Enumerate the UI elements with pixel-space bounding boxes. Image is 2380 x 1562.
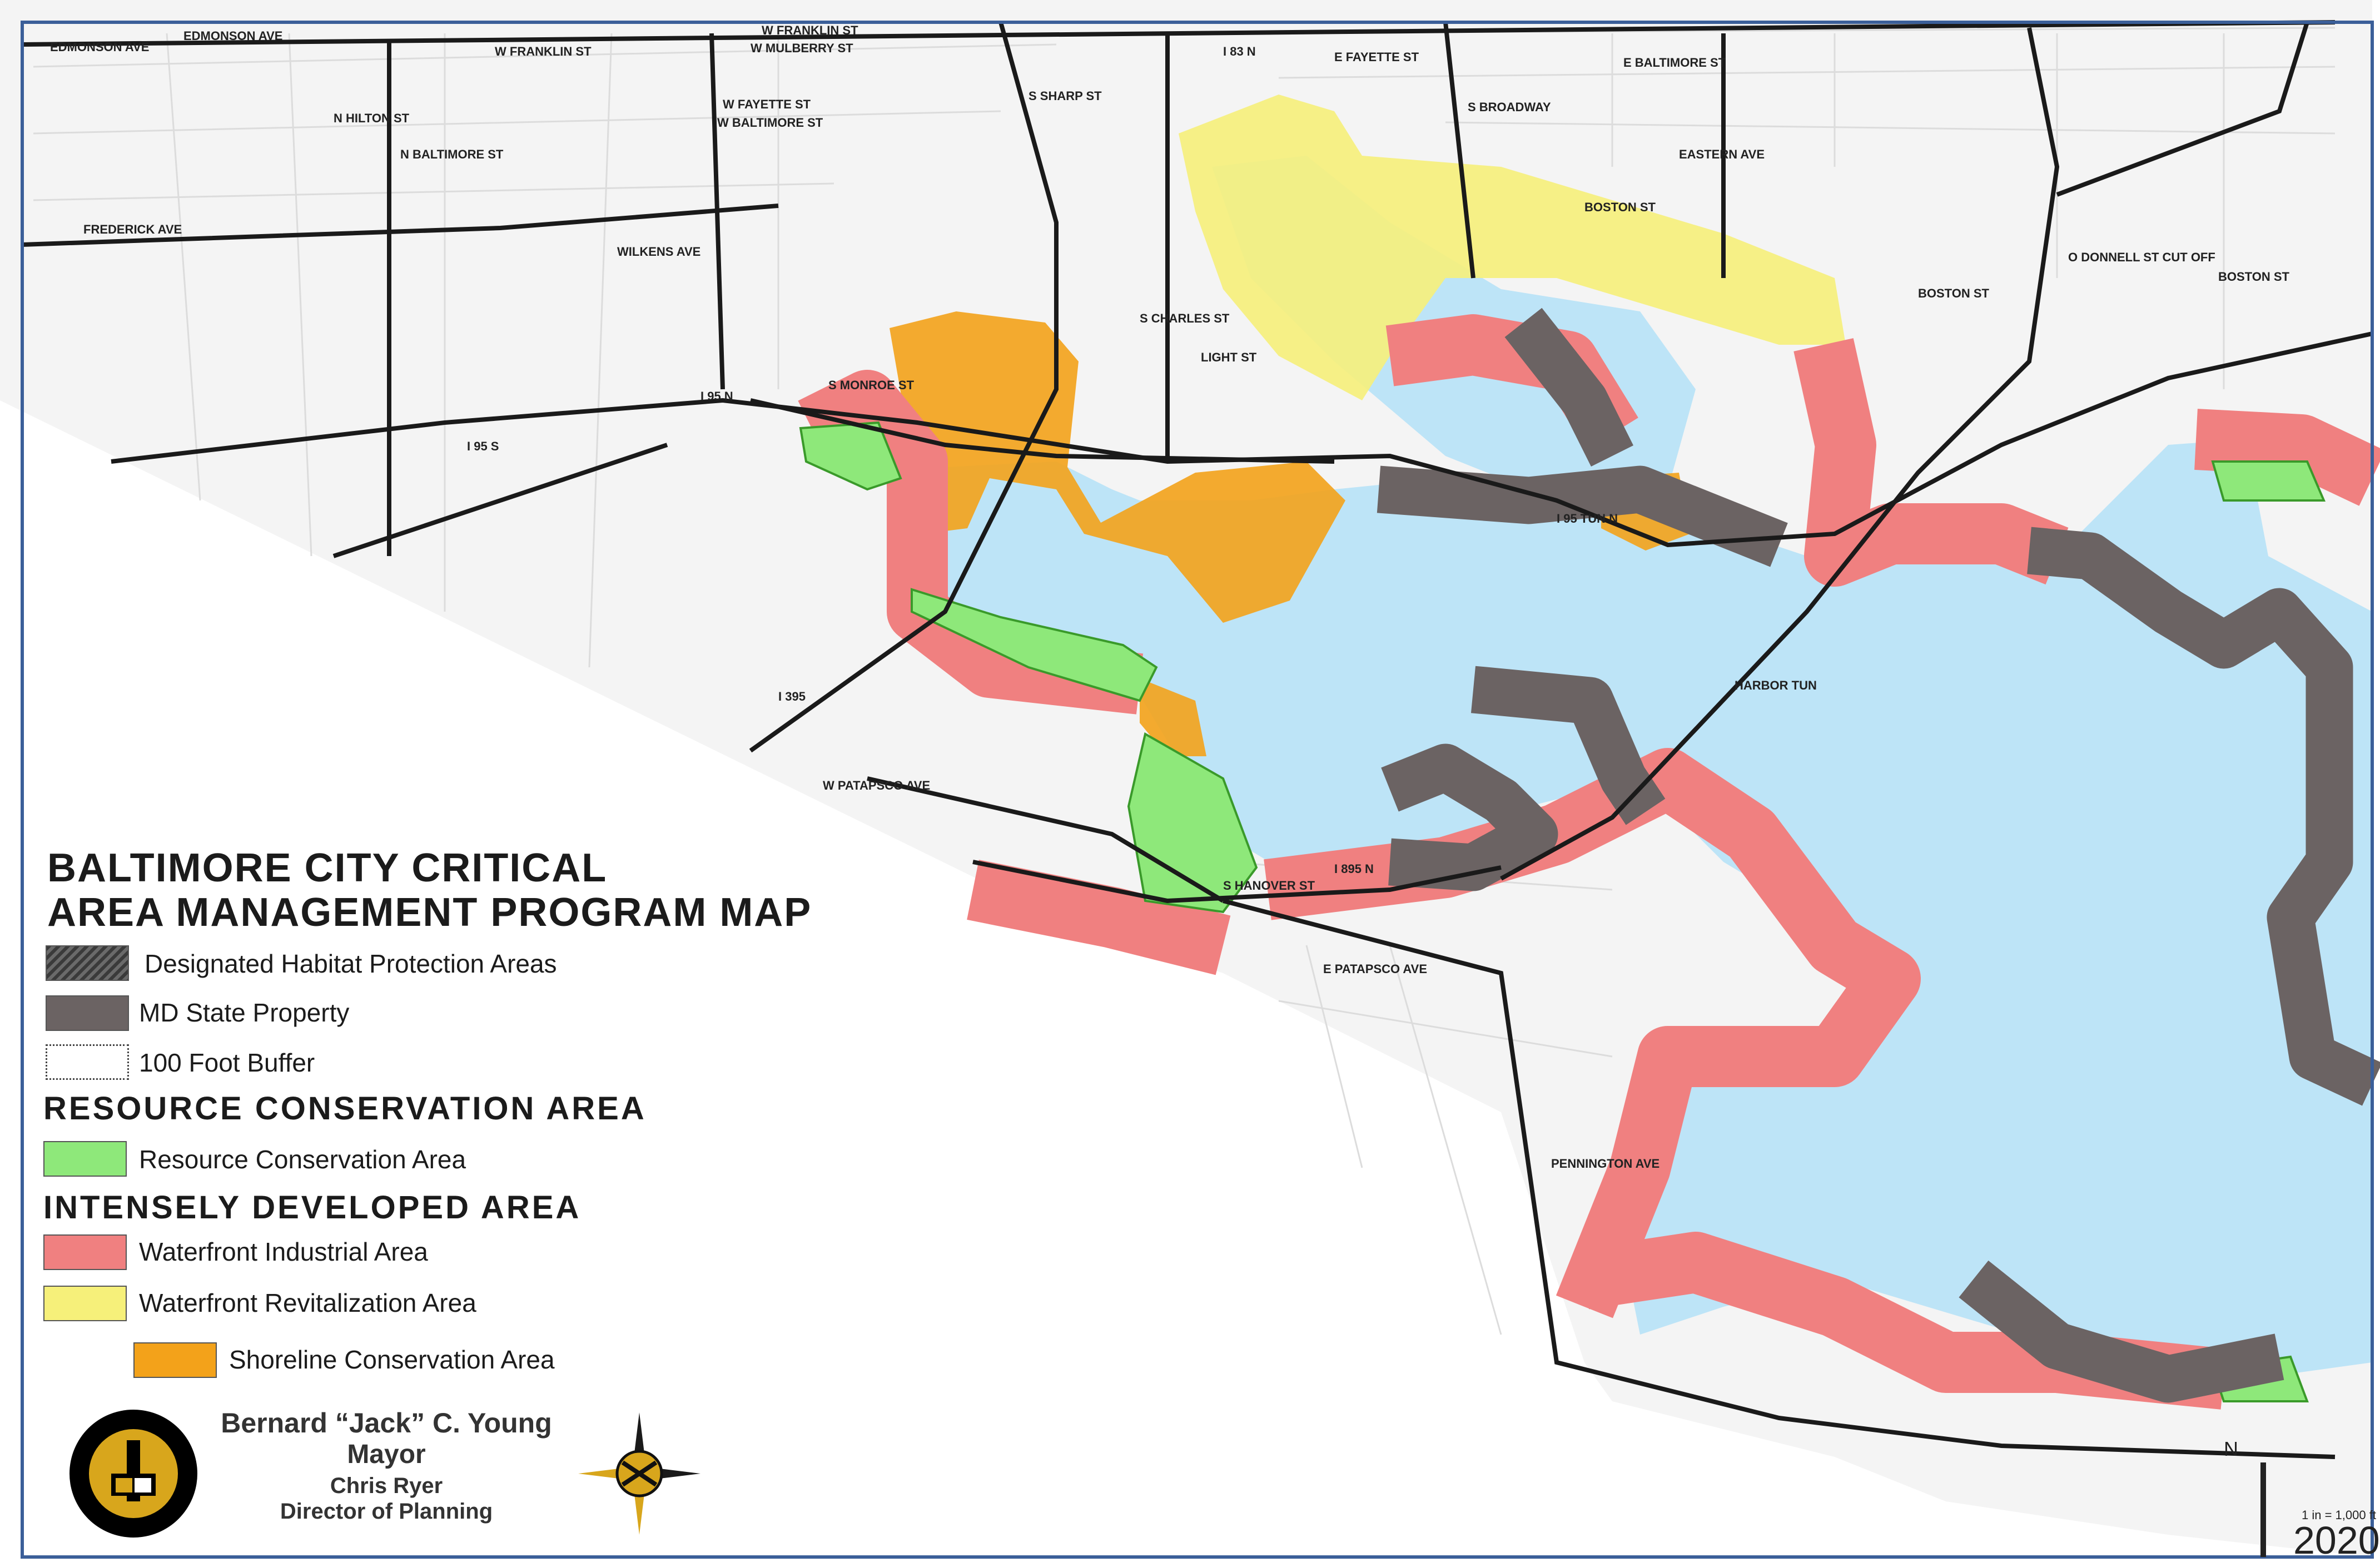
swatch-habitat [46,945,129,981]
street-label: BOSTON ST [2218,270,2290,284]
resource-zones [799,421,2326,1402]
street-label: FREDERICK AVE [83,222,182,236]
middle-branch-water [934,462,1167,639]
map-year: 2020 [2293,1519,2380,1562]
street-label: W FRANKLIN ST [762,23,858,37]
map-border [21,21,2374,1559]
map-title-line1: BALTIMORE CITY CRITICAL [47,846,608,890]
street-label: S HANOVER ST [1223,879,1315,892]
street-label: S CHARLES ST [1140,311,1230,325]
street-label: EDMONSON AVE [50,40,149,54]
planner-name: Chris Ryer [330,1474,443,1498]
swatch-industrial [43,1234,127,1270]
street-label: W FAYETTE ST [723,97,811,111]
street-label: LIGHT ST [1201,350,1257,364]
street-label: WILKENS AVE [617,245,700,259]
outside-city-area [0,400,2372,1557]
swatch-shoreline [133,1342,217,1378]
street-label: N BALTIMORE ST [400,147,504,161]
street-label: I 95 N [700,389,733,403]
street-label: I 95 TUN N [1557,512,1618,525]
scale-text: 1 in = 1,000 ft [2302,1508,2376,1522]
revitalization-zone [1179,95,1846,400]
legend-item-buffer: 100 Foot Buffer [139,1048,315,1077]
shoreline-zone [890,311,1345,623]
mayor-name: Bernard “Jack” C. Young [221,1407,552,1439]
street-label: I 395 [778,690,806,703]
street-label: E FAYETTE ST [1334,50,1419,64]
section-rca: RESOURCE CONSERVATION AREA [43,1090,647,1127]
street-label: I 83 N [1223,44,1256,58]
mayor-title: Mayor [347,1440,426,1469]
legend-item-resource: Resource Conservation Area [139,1145,466,1174]
street-label: PENNINGTON AVE [1551,1157,1659,1171]
street-label: S SHARP ST [1028,89,1102,103]
map-title-line2: AREA MANAGEMENT PROGRAM MAP [47,890,812,935]
street-label: N HILTON ST [334,111,410,125]
legend-item-industrial: Waterfront Industrial Area [139,1237,428,1266]
street-label: I 895 N [1334,862,1374,876]
street-label: O DONNELL ST CUT OFF [2068,250,2215,264]
street-label: E BALTIMORE ST [1623,56,1726,70]
street-label: E PATAPSCO AVE [1323,962,1427,976]
street-label: EDMONSON AVE [183,29,282,43]
legend-item-state-property: MD State Property [139,998,350,1027]
street-label: W BALTIMORE ST [717,116,823,130]
legend-item-revitalization: Waterfront Revitalization Area [139,1288,476,1317]
street-label: BOSTON ST [1584,200,1656,214]
street-labels: EDMONSON AVE EDMONSON AVE W FRANKLIN ST … [50,23,2290,1171]
section-ida: INTENSELY DEVELOPED AREA [43,1189,582,1226]
shoreline-zone-3 [1140,678,1206,756]
street-label: HARBOR TUN [1735,678,1817,692]
city-seal-logo [69,1410,197,1538]
legend-item-shoreline: Shoreline Conservation Area [229,1345,555,1374]
street-label: W FRANKLIN ST [495,44,592,58]
swatch-revitalization [43,1286,127,1321]
street-label: S BROADWAY [1468,100,1551,114]
north-label: N [2224,1437,2238,1460]
street-label: W MULBERRY ST [751,41,853,55]
street-label: I 95 S [467,439,499,453]
planner-title: Director of Planning [280,1499,493,1524]
swatch-state-property [46,995,129,1031]
highways [22,20,2373,1459]
street-label: EASTERN AVE [1679,147,1765,161]
swatch-resource [43,1141,127,1177]
legend-item-habitat: Designated Habitat Protection Areas [145,949,557,978]
compass-rose-icon [578,1412,700,1535]
state-property [1377,308,2380,1403]
street-label: W PATAPSCO AVE [823,778,930,792]
harbor-water [912,439,2372,1379]
swatch-buffer [46,1044,129,1080]
street-label: BOSTON ST [1918,286,1990,300]
street-label: S MONROE ST [828,378,915,392]
north-arrow-icon [2260,1462,2266,1557]
